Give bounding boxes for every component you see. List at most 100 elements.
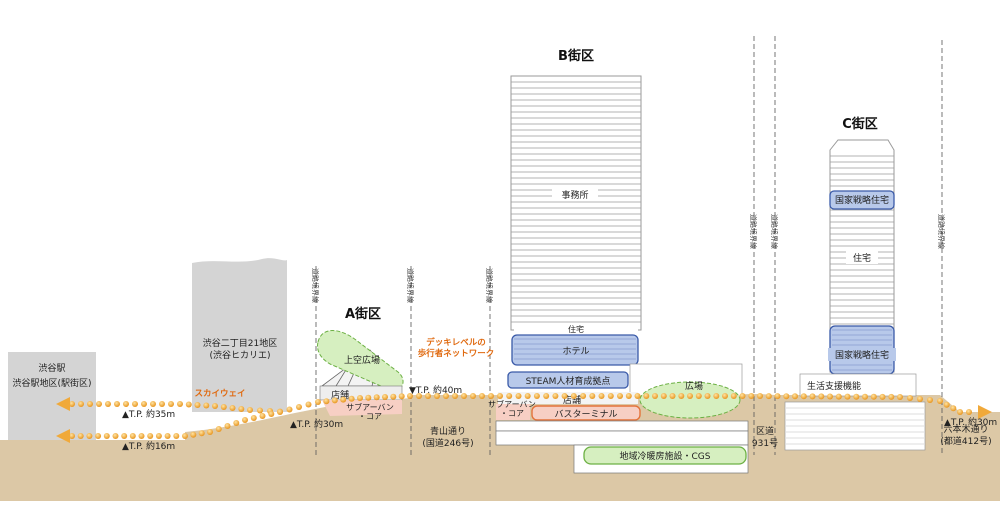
route-dot bbox=[132, 401, 138, 407]
office-label: 事務所 bbox=[561, 189, 588, 201]
route-dot bbox=[150, 401, 156, 407]
route-dot bbox=[259, 413, 266, 419]
route-dot bbox=[533, 393, 540, 399]
route-dot bbox=[870, 393, 877, 400]
route-dot bbox=[277, 409, 283, 415]
route-dot bbox=[818, 393, 825, 400]
route-dot bbox=[103, 433, 110, 439]
b-basement-2 bbox=[495, 430, 749, 446]
urban-core-a-area bbox=[322, 400, 402, 416]
route-dot bbox=[207, 429, 213, 435]
route-dot bbox=[943, 401, 950, 408]
route-dot bbox=[340, 396, 347, 403]
route-dot bbox=[224, 423, 231, 429]
plaza-b-area bbox=[639, 381, 741, 419]
roppongi-road-number: (都道412号) bbox=[940, 435, 991, 447]
hikarie-district: 渋谷二丁目21地区 bbox=[203, 337, 277, 349]
route-dot bbox=[660, 393, 667, 399]
route-dot bbox=[888, 393, 895, 400]
route-dot bbox=[331, 397, 338, 404]
route-dot bbox=[552, 393, 559, 399]
route-dot bbox=[348, 395, 355, 402]
route-dot bbox=[704, 393, 711, 399]
ground-route bbox=[69, 401, 312, 439]
route-dot bbox=[625, 393, 632, 399]
route-dot bbox=[879, 393, 886, 400]
urban-core-b-line2: ・コア bbox=[500, 409, 524, 418]
route-dot bbox=[800, 393, 807, 400]
steam-area bbox=[507, 371, 629, 389]
route-dot bbox=[407, 393, 413, 399]
route-dot bbox=[643, 393, 650, 399]
plaza-b-label: 広場 bbox=[685, 380, 703, 392]
tp40-label: ▼T.P. 約40m bbox=[409, 384, 462, 396]
residence-b-label: 住宅 bbox=[568, 324, 584, 334]
route-dot bbox=[937, 398, 943, 404]
life-support-label: 生活支援機能 bbox=[807, 380, 861, 392]
district-c-title: C街区 bbox=[842, 116, 878, 132]
route-dot bbox=[357, 395, 363, 401]
route-dot bbox=[373, 394, 380, 401]
route-dot bbox=[470, 393, 476, 399]
route-dot bbox=[129, 433, 136, 439]
route-dot bbox=[112, 433, 119, 439]
route-dot bbox=[809, 393, 816, 400]
route-dot bbox=[695, 393, 702, 399]
route-dot bbox=[783, 393, 790, 400]
route-dot bbox=[268, 411, 275, 417]
station-name: 渋谷駅 bbox=[38, 362, 65, 374]
national-housing-bottom-label-bg bbox=[828, 348, 896, 361]
aoyama-road-name: 青山通り bbox=[430, 425, 466, 437]
route-dot bbox=[177, 401, 183, 407]
district-heating-label: 地域冷暖房施設・CGS bbox=[620, 450, 711, 462]
route-dot bbox=[238, 406, 245, 412]
national-housing-top-area bbox=[829, 190, 895, 210]
route-dot bbox=[247, 407, 253, 413]
route-dot bbox=[77, 433, 84, 439]
urban-core-a-line2: ・コア bbox=[358, 412, 382, 421]
route-dot bbox=[296, 404, 302, 410]
route-dot bbox=[966, 409, 972, 415]
route-dot bbox=[123, 401, 129, 407]
route-dot bbox=[917, 396, 923, 402]
route-dot bbox=[203, 402, 210, 409]
station-district: 渋谷駅地区(駅街区) bbox=[12, 377, 91, 389]
route-dot bbox=[286, 406, 293, 413]
roppongi-arrow bbox=[978, 405, 992, 419]
route-dot bbox=[897, 394, 903, 400]
route-dot bbox=[305, 401, 312, 408]
steam-label: STEAM人材育成拠点 bbox=[526, 375, 611, 387]
route-dot bbox=[147, 433, 154, 439]
route-dot bbox=[792, 393, 798, 400]
district-heating-area bbox=[583, 446, 747, 465]
route-dot bbox=[69, 401, 75, 407]
national-housing-bottom-label: 国家戦略住宅 bbox=[835, 349, 889, 361]
route-dot bbox=[114, 401, 120, 407]
urban-core-b-area bbox=[496, 404, 530, 420]
tp35-label: ▲T.P. 約35m bbox=[122, 408, 175, 420]
route-dot bbox=[168, 401, 174, 407]
route-dot bbox=[155, 433, 162, 439]
ward-road-number: 931号 bbox=[752, 438, 778, 449]
bus-terminal-label: バスターミナル bbox=[554, 409, 617, 420]
route-dot bbox=[506, 393, 513, 399]
hikarie-building bbox=[192, 258, 287, 412]
route-dot bbox=[452, 393, 458, 399]
route-dot bbox=[390, 393, 397, 400]
route-dot bbox=[748, 393, 755, 399]
route-dot bbox=[105, 401, 111, 407]
route-dot bbox=[257, 407, 263, 414]
route-dot bbox=[598, 393, 605, 399]
route-dot bbox=[634, 393, 641, 399]
route-dot bbox=[141, 401, 147, 407]
deck-label-line2: 歩行者ネットワーク bbox=[418, 348, 495, 359]
housing-label-bg bbox=[846, 250, 878, 264]
skyway-arrow bbox=[56, 397, 70, 411]
tp30c-label: ▲T.P. 約30m bbox=[944, 416, 997, 428]
route-dot bbox=[607, 393, 614, 399]
route-dot bbox=[497, 393, 503, 399]
route-dot bbox=[190, 431, 197, 438]
housing-label: 住宅 bbox=[853, 252, 871, 264]
route-dot bbox=[78, 401, 84, 407]
